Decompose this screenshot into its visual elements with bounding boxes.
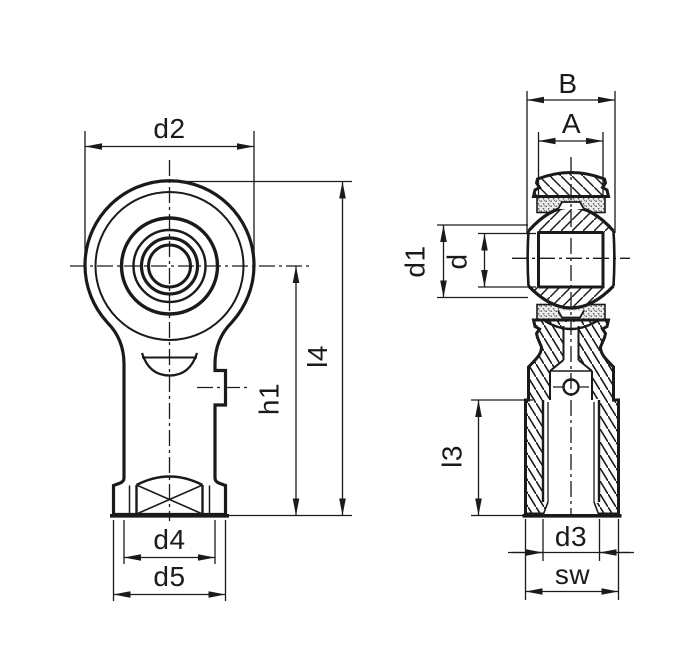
front-view: d2 l4 h1 d4 d5 bbox=[70, 113, 352, 601]
front-centerlines bbox=[70, 160, 310, 521]
dim-l4 bbox=[169, 180, 352, 517]
dim-d2 bbox=[84, 131, 255, 258]
dim-d3 bbox=[508, 519, 634, 561]
dim-label-A: A bbox=[562, 108, 581, 139]
dim-label-d3: d3 bbox=[555, 521, 587, 552]
dim-label-d4: d4 bbox=[153, 524, 185, 555]
side-centerlines bbox=[512, 157, 630, 514]
dim-label-l3: l3 bbox=[437, 445, 468, 468]
dim-d1 bbox=[437, 224, 528, 299]
dim-B bbox=[526, 91, 616, 233]
dim-label-d2: d2 bbox=[153, 113, 185, 144]
dim-label-d5: d5 bbox=[153, 561, 185, 592]
front-body-outline bbox=[83, 179, 256, 517]
dim-d5 bbox=[112, 520, 227, 601]
dim-label-d: d bbox=[442, 253, 473, 269]
dim-A bbox=[537, 132, 604, 196]
dim-d4 bbox=[123, 520, 216, 564]
dim-sw bbox=[524, 519, 620, 600]
dim-l3 bbox=[471, 399, 533, 517]
side-view: B A d1 d l3 bbox=[400, 68, 634, 600]
dim-label-l4: l4 bbox=[302, 345, 333, 368]
dim-d bbox=[478, 232, 536, 288]
dim-label-h1: h1 bbox=[254, 383, 285, 415]
dim-label-d1: d1 bbox=[400, 245, 431, 277]
dim-label-sw: sw bbox=[555, 559, 591, 590]
dim-label-B: B bbox=[558, 68, 577, 99]
